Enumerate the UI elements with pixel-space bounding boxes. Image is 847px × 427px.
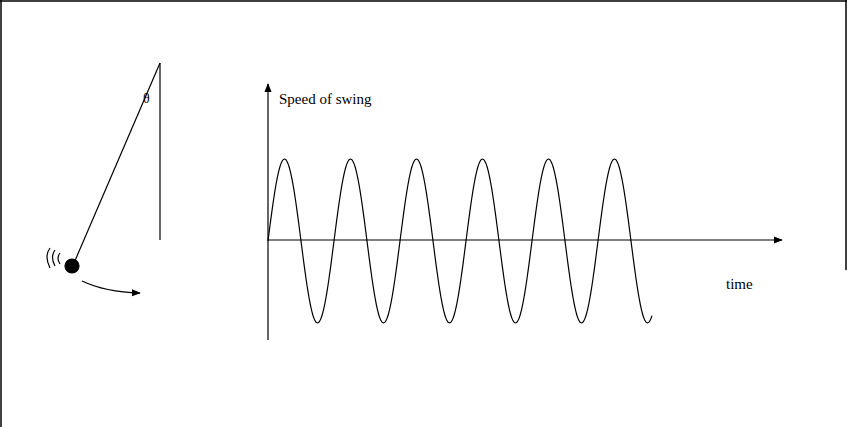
y-axis (267, 84, 268, 340)
axis-label: time (726, 277, 753, 292)
motion-arrow (82, 281, 140, 293)
angle-label: θ (143, 92, 150, 106)
axis-label: Speed of swing (279, 92, 372, 107)
vertical-reference (159, 63, 160, 240)
motion-lines (47, 248, 60, 268)
pendulum-bob (65, 259, 79, 273)
pendulum-string (74, 63, 160, 263)
pendulum (47, 63, 160, 293)
x-axis (268, 239, 782, 240)
graph-axes (268, 84, 782, 340)
speed-wave (268, 159, 652, 323)
